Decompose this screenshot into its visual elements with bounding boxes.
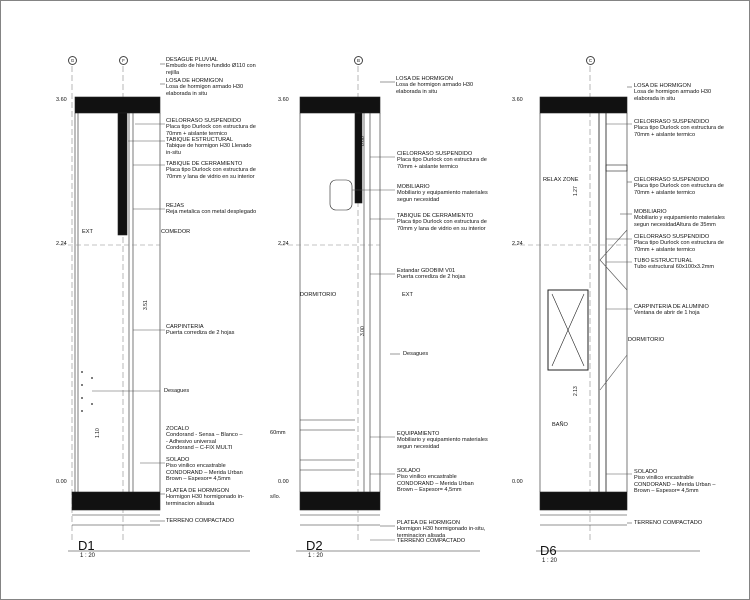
detail-title: D6: [540, 543, 557, 558]
detail-scale: 1 : 20: [542, 558, 558, 564]
room-label: RELAX ZONE: [543, 177, 579, 183]
room-label: COMEDOR: [161, 229, 191, 235]
note: 60mm: [270, 430, 286, 436]
detail-d2-drawing: [280, 66, 480, 552]
detail-title: D1: [78, 538, 95, 553]
detail-d1-drawing: [60, 63, 250, 552]
room-label: DORMITORIO: [300, 292, 337, 298]
dimension: 1.10: [95, 428, 101, 438]
dimension: 3.00: [360, 326, 366, 336]
grid-marker: G: [68, 56, 77, 65]
dimension: 0.60: [360, 136, 366, 146]
annotation: Desagues: [403, 351, 429, 357]
level-marker: 3.60: [512, 97, 523, 103]
annotation: TERRENO COMPACTADO: [634, 520, 703, 526]
room-label: EXT: [82, 229, 93, 235]
note: s/lo.: [270, 494, 281, 500]
room-label: BAÑO: [552, 422, 568, 428]
level-marker: 3.60: [56, 97, 67, 103]
annotation: TERRENO COMPACTADO: [397, 538, 466, 544]
level-marker: 2.24: [278, 241, 289, 247]
annotation: TERRENO COMPACTADO: [166, 518, 235, 524]
level-marker: 0.00: [56, 479, 67, 485]
room-label: DORMITORIO: [628, 337, 665, 343]
level-marker: 2.24: [56, 241, 67, 247]
dimension: 2.13: [573, 386, 579, 396]
grid-marker: B: [354, 56, 363, 65]
level-marker: 2.24: [512, 241, 523, 247]
level-marker: 3.60: [278, 97, 289, 103]
detail-scale: 1 : 20: [80, 553, 96, 559]
annotation: Desagues: [164, 388, 190, 394]
grid-marker: C: [586, 56, 595, 65]
detail-d6-drawing: [512, 66, 700, 552]
level-marker: 0.00: [512, 479, 523, 485]
dimension: 3.51: [143, 300, 149, 310]
room-label: EXT: [402, 292, 413, 298]
grid-marker: F: [119, 56, 128, 65]
detail-title: D2: [306, 538, 323, 553]
detail-scale: 1 : 20: [308, 553, 324, 559]
dimension: 1.27: [573, 186, 579, 196]
level-marker: 0.00: [278, 479, 289, 485]
